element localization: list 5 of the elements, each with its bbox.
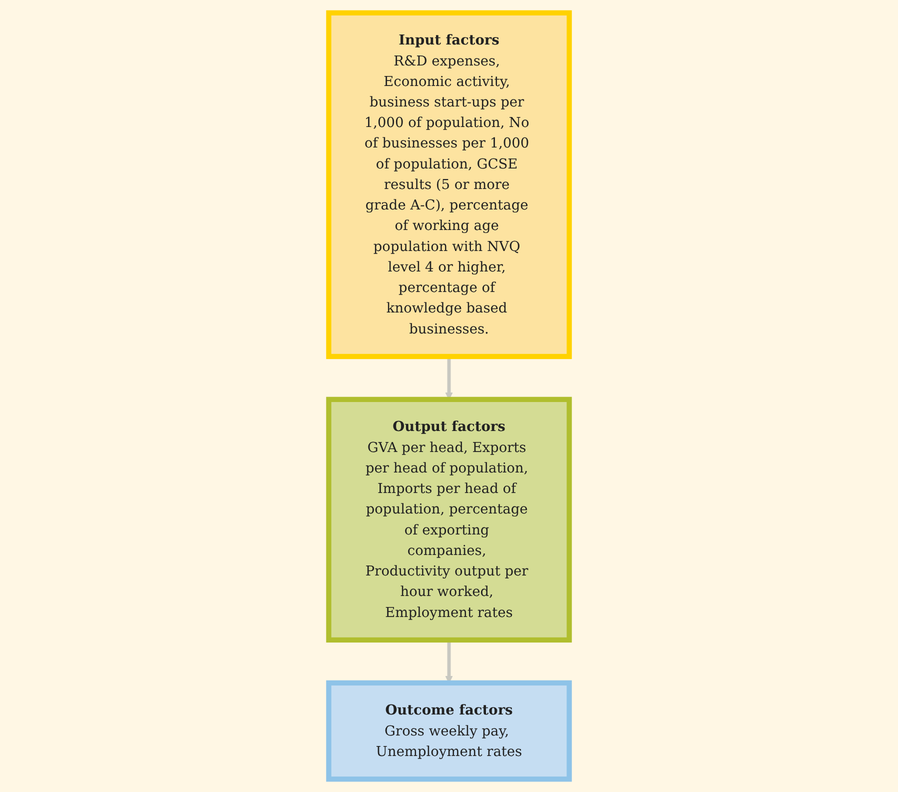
arrow bbox=[445, 640, 453, 684]
arrow bbox=[445, 356, 453, 400]
node-box bbox=[326, 10, 572, 360]
node-box bbox=[326, 396, 572, 643]
node-box bbox=[326, 680, 572, 782]
